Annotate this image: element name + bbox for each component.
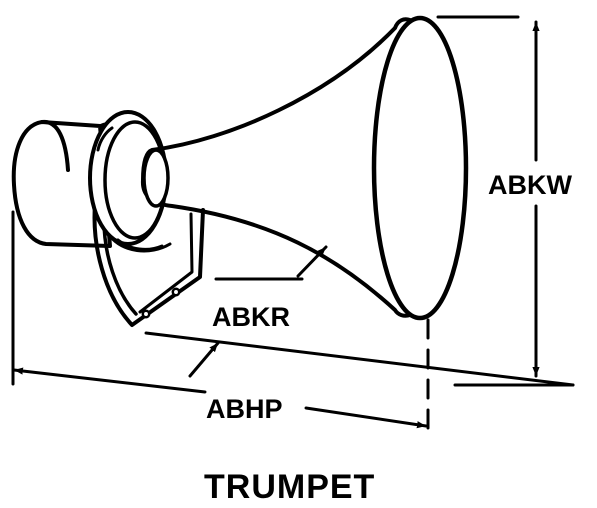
horn-throat bbox=[142, 148, 170, 208]
dimension-abhp bbox=[11, 210, 575, 434]
dimension-abkr bbox=[214, 245, 328, 281]
bracket-bolt bbox=[141, 309, 151, 319]
label-abkr: ABKR bbox=[212, 302, 290, 332]
trumpet-drawing bbox=[11, 15, 469, 327]
horn-bell bbox=[140, 15, 469, 321]
bracket-bolt bbox=[171, 287, 181, 297]
diagram-caption: TRUMPET bbox=[204, 468, 375, 506]
label-abhp: ABHP bbox=[206, 394, 283, 424]
horn-mouth bbox=[371, 15, 469, 321]
dimension-abkw bbox=[436, 15, 575, 387]
dimension-lines bbox=[11, 15, 575, 434]
label-abkw: ABKW bbox=[488, 170, 572, 200]
flange-ring bbox=[88, 110, 172, 253]
